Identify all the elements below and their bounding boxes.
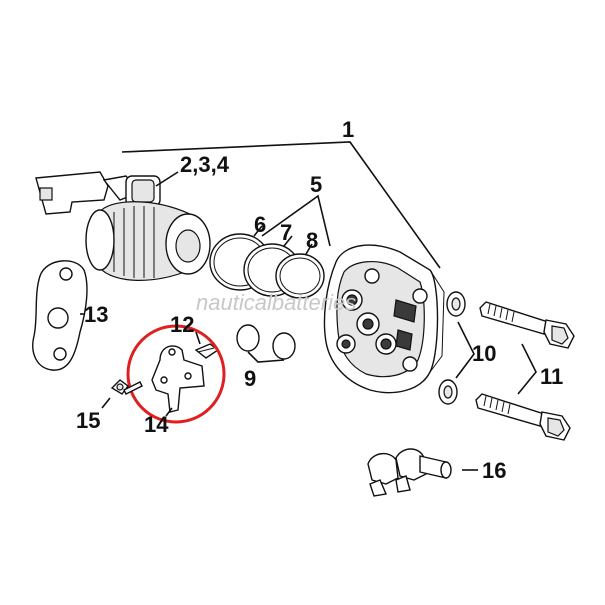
part-cylinder-assembly xyxy=(35,171,211,281)
part-bracket-14 xyxy=(151,345,205,417)
part-ring-8 xyxy=(275,253,325,299)
leader-6 xyxy=(253,225,263,237)
leader-11 xyxy=(517,343,537,395)
leader-8 xyxy=(305,243,313,255)
callout-10: 10 xyxy=(472,341,496,366)
leader-7 xyxy=(283,235,293,247)
leader-1 xyxy=(121,141,441,269)
callout-16: 16 xyxy=(482,458,506,483)
callout-6: 6 xyxy=(254,212,266,237)
callout-5: 5 xyxy=(310,172,322,197)
part-bolt-lower xyxy=(475,393,571,441)
part-washers-10 xyxy=(438,291,475,405)
callout-12: 12 xyxy=(170,312,194,337)
callout-8: 8 xyxy=(306,228,318,253)
callout-13: 13 xyxy=(84,302,108,327)
part-screw-15 xyxy=(101,379,143,409)
callout-15: 15 xyxy=(76,408,100,433)
callout-7: 7 xyxy=(280,220,292,245)
part-fitting-16 xyxy=(367,448,478,497)
callout-14: 14 xyxy=(144,412,169,437)
leader-234 xyxy=(155,171,179,187)
highlight-circle xyxy=(126,324,226,424)
leader-5 xyxy=(261,194,331,247)
callout-2-3-4: 2,3,4 xyxy=(180,152,230,177)
part-orings-9 xyxy=(236,324,296,363)
callout-11: 11 xyxy=(540,364,563,389)
callout-1: 1 xyxy=(342,117,354,142)
part-bolt-upper xyxy=(479,301,575,349)
part-valve-body xyxy=(323,244,445,394)
part-gasket xyxy=(32,260,88,371)
callout-9: 9 xyxy=(244,366,256,391)
watermark-text: nauticalbatteries xyxy=(196,290,356,315)
